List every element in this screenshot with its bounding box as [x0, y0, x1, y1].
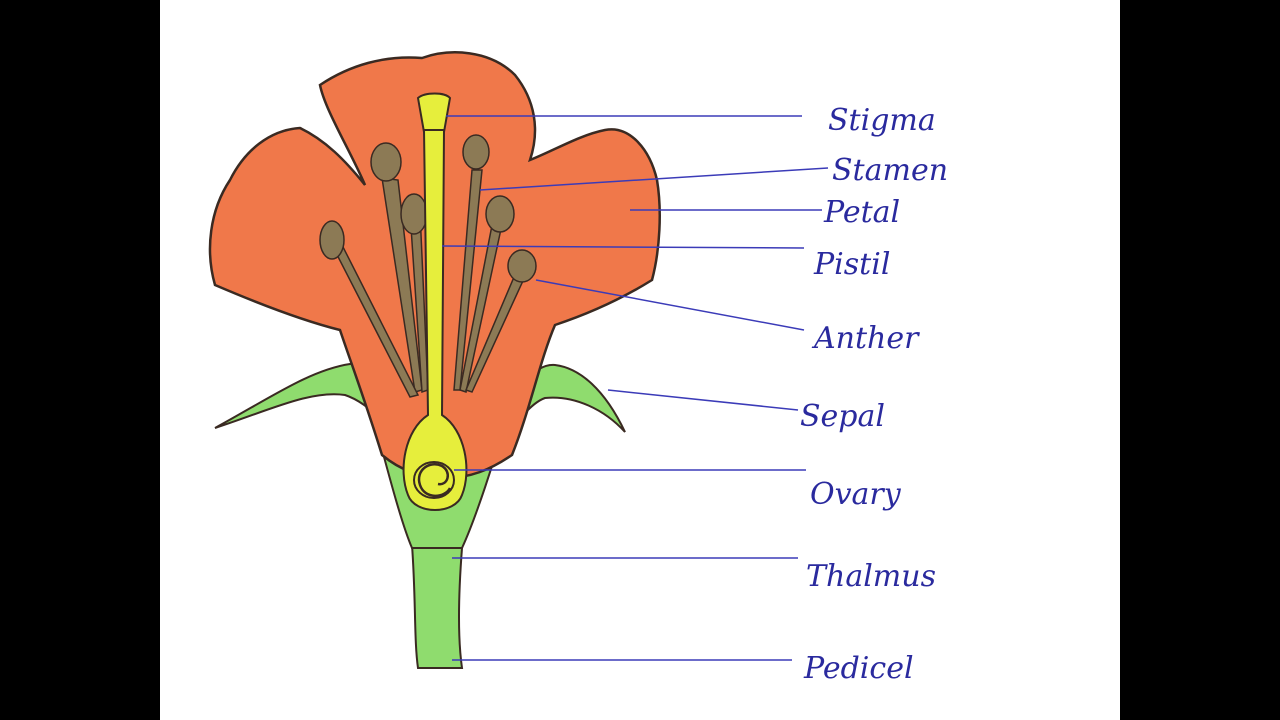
anther: [370, 142, 402, 182]
leader-line-sepal: [607, 389, 799, 411]
stem: [410, 543, 464, 669]
anther: [400, 193, 428, 235]
leader-line-anther: [535, 279, 805, 331]
anther: [319, 220, 345, 260]
labels: StigmaStamenPetalPistilAntherSepalOvaryT…: [800, 103, 948, 686]
pistil: [402, 92, 468, 511]
ovule: [417, 463, 452, 498]
label-anther: Anther: [811, 321, 920, 356]
stigma: [416, 92, 452, 133]
ovary: [413, 461, 455, 499]
leader-lines: [441, 115, 829, 661]
leader-line-stamen: [479, 167, 829, 191]
label-sepal: Sepal: [800, 399, 885, 434]
label-ovary: Ovary: [810, 477, 902, 512]
label-stigma: Stigma: [828, 103, 936, 138]
anther: [462, 134, 490, 170]
label-thalmus: Thalmus: [806, 559, 936, 594]
label-pedicel: Pedicel: [803, 651, 914, 686]
leader-line-pistil: [441, 245, 805, 249]
anther: [507, 249, 537, 283]
label-petal: Petal: [823, 195, 900, 230]
anther: [485, 195, 515, 233]
label-pistil: Pistil: [813, 247, 890, 282]
style: [402, 129, 468, 511]
label-stamen: Stamen: [832, 153, 948, 188]
stamens: [319, 134, 537, 398]
flower-diagram: StigmaStamenPetalPistilAntherSepalOvaryT…: [208, 51, 948, 686]
